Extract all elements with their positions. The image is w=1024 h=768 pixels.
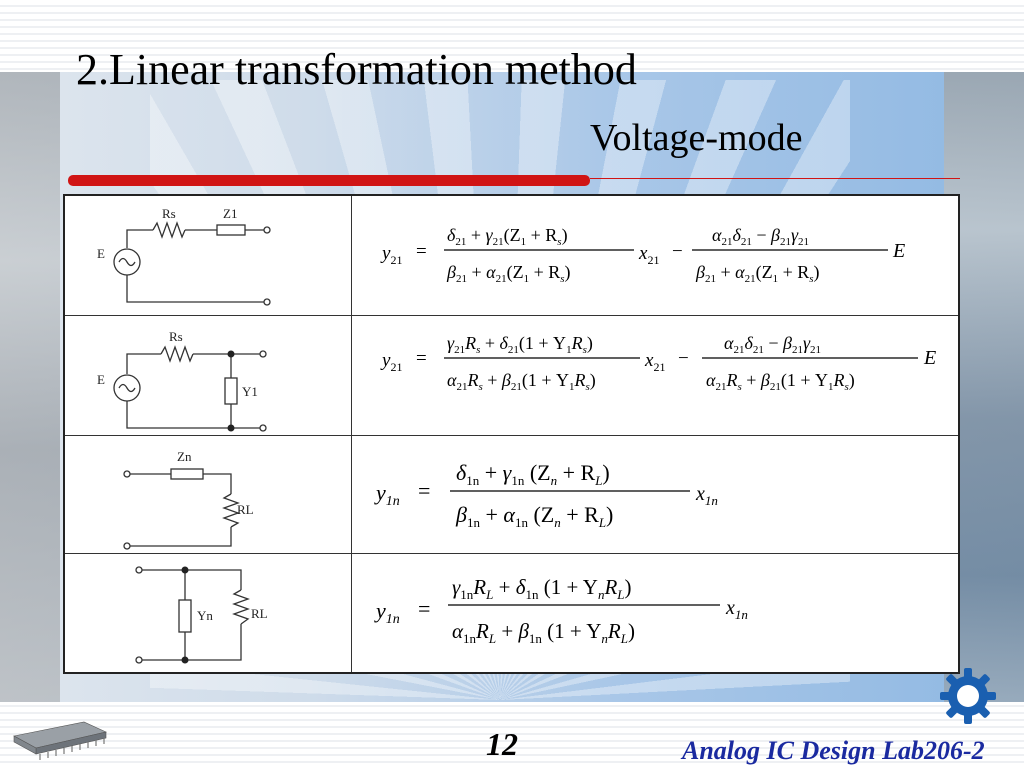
table-row: Rs Y1 E y21 = γ21Rs + δ21(1 + Y1Rs) α21R…	[65, 316, 958, 436]
footer-lab-name: Analog IC Design Lab206-2	[682, 736, 985, 765]
circuit-cell: Rs Z1 E	[65, 196, 352, 315]
equals-sign: =	[416, 241, 427, 262]
equation-cell: y1n = δ1n + γ1n (Zn + RL) β1n + α1n (Zn …	[352, 436, 958, 553]
shunt-source-circuit: Rs Y1 E	[97, 329, 267, 432]
svg-text:y21: y21	[380, 243, 402, 267]
title-underline-line	[590, 178, 960, 179]
gear-icon	[940, 668, 996, 724]
svg-text:α1nRL + β1n (1 + YnRL): α1nRL + β1n (1 + YnRL)	[452, 619, 635, 646]
source-label: E	[97, 246, 105, 261]
svg-text:x21: x21	[644, 350, 665, 374]
equation-table: Rs Z1 E y21 = δ21 + γ21(Z1 + Rs) β21 + α…	[63, 194, 960, 674]
page-number: 12	[486, 726, 518, 762]
svg-text:E: E	[892, 240, 905, 262]
svg-text:E: E	[923, 347, 936, 369]
svg-text:δ21 + γ21(Z1 + Rs): δ21 + γ21(Z1 + Rs)	[447, 225, 568, 248]
shunt-load-circuit: Yn RL	[135, 566, 268, 664]
zn-label: Zn	[177, 449, 192, 464]
source-label: E	[97, 372, 105, 387]
equation-cell: y21 = γ21Rs + δ21(1 + Y1Rs) α21Rs + β21(…	[352, 316, 958, 435]
circuit-cell: Rs Y1 E	[65, 316, 352, 435]
y1-label: Y1	[242, 384, 258, 399]
table-row: Yn RL y1n = γ1nRL + δ1n (1 + YnRL) α1nRL…	[65, 554, 958, 672]
svg-text:x1n: x1n	[725, 597, 748, 622]
slide-subtitle: Voltage-mode	[590, 117, 803, 159]
rl-label: RL	[251, 606, 268, 621]
svg-text:δ1n + γ1n (Zn + RL): δ1n + γ1n (Zn + RL)	[456, 460, 610, 488]
z1-label: Z1	[223, 206, 237, 221]
svg-text:x21: x21	[638, 243, 659, 267]
svg-text:−: −	[678, 348, 689, 369]
equation-y1n-series: y1n = δ1n + γ1n (Zn + RL) β1n + α1n (Zn …	[374, 460, 718, 530]
svg-text:α21δ21 − β21γ21: α21δ21 − β21γ21	[724, 333, 821, 356]
svg-text:y21: y21	[380, 350, 402, 374]
svg-text:β1n + α1n (Zn + RL): β1n + α1n (Zn + RL)	[455, 502, 613, 530]
svg-text:γ1nRL + δ1n (1 + YnRL): γ1nRL + δ1n (1 + YnRL)	[452, 575, 632, 602]
rl-label: RL	[237, 502, 254, 517]
table-row: Zn RL y1n = δ1n + γ1n (Zn + RL) β1n + α1…	[65, 436, 958, 554]
svg-text:=: =	[416, 348, 427, 369]
svg-text:γ21Rs + δ21(1 + Y1Rs): γ21Rs + δ21(1 + Y1Rs)	[447, 333, 593, 356]
svg-text:=: =	[418, 478, 430, 503]
equation-cell: y1n = γ1nRL + δ1n (1 + YnRL) α1nRL + β1n…	[352, 554, 958, 672]
ic-chip-icon	[13, 721, 107, 760]
equation-y1n-shunt: y1n = γ1nRL + δ1n (1 + YnRL) α1nRL + β1n…	[374, 575, 748, 646]
circuit-cell: Yn RL	[65, 554, 352, 672]
svg-text:α21Rs + β21(1 + Y1Rs): α21Rs + β21(1 + Y1Rs)	[447, 370, 596, 393]
svg-text:α21δ21 − β21γ21: α21δ21 − β21γ21	[712, 225, 809, 248]
equation-cell: y21 = δ21 + γ21(Z1 + Rs) β21 + α21(Z1 + …	[352, 196, 958, 315]
svg-text:=: =	[418, 596, 430, 621]
rs-label: Rs	[162, 206, 176, 221]
svg-text:α21Rs + β21(1 + Y1Rs): α21Rs + β21(1 + Y1Rs)	[706, 370, 855, 393]
svg-text:x1n: x1n	[695, 483, 718, 508]
lhs-sub: 21	[390, 253, 402, 267]
minus-sign: −	[672, 241, 683, 262]
slide-title: 2.Linear transformation method	[76, 45, 637, 94]
svg-text:β21 + α21(Z1 + Rs): β21 + α21(Z1 + Rs)	[446, 262, 571, 285]
title-underline-bar	[68, 175, 590, 186]
table-row: Rs Z1 E y21 = δ21 + γ21(Z1 + Rs) β21 + α…	[65, 196, 958, 316]
svg-text:β21 + α21(Z1 + Rs): β21 + α21(Z1 + Rs)	[695, 262, 820, 285]
lhs-var: y	[380, 243, 391, 264]
circuit-cell: Zn RL	[65, 436, 352, 553]
equation-y21-series: y21 = δ21 + γ21(Z1 + Rs) β21 + α21(Z1 + …	[380, 225, 905, 285]
background-photo-left	[0, 72, 60, 702]
svg-text:y1n: y1n	[374, 480, 400, 509]
svg-text:y1n: y1n	[374, 598, 400, 627]
rs-label: Rs	[169, 329, 183, 344]
yn-label: Yn	[197, 608, 213, 623]
equation-y21-shunt: y21 = γ21Rs + δ21(1 + Y1Rs) α21Rs + β21(…	[380, 333, 936, 393]
series-load-circuit: Zn RL	[123, 449, 254, 550]
series-source-circuit: Rs Z1 E	[97, 206, 271, 306]
